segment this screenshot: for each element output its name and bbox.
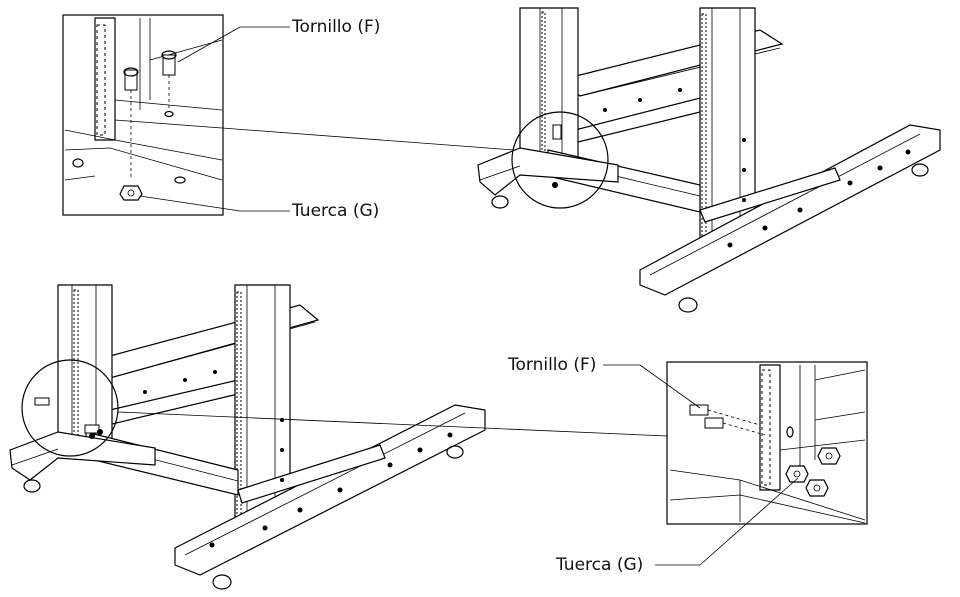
detail-panel-top: [62, 14, 224, 216]
detail-panel-bottom: [666, 361, 868, 525]
label-tuerca-top: Tuerca (G): [292, 201, 380, 221]
label-tornillo-top: Tornillo (F): [292, 17, 381, 37]
caster-icon: [491, 163, 929, 313]
callout-lines: [117, 26, 799, 566]
rack-top-right: [477, 7, 941, 313]
caster-icon: [23, 445, 464, 590]
rack-bottom-left: [9, 284, 486, 590]
label-tornillo-bottom: Tornillo (F): [508, 355, 597, 375]
label-tuerca-bottom: Tuerca (G): [556, 555, 644, 575]
